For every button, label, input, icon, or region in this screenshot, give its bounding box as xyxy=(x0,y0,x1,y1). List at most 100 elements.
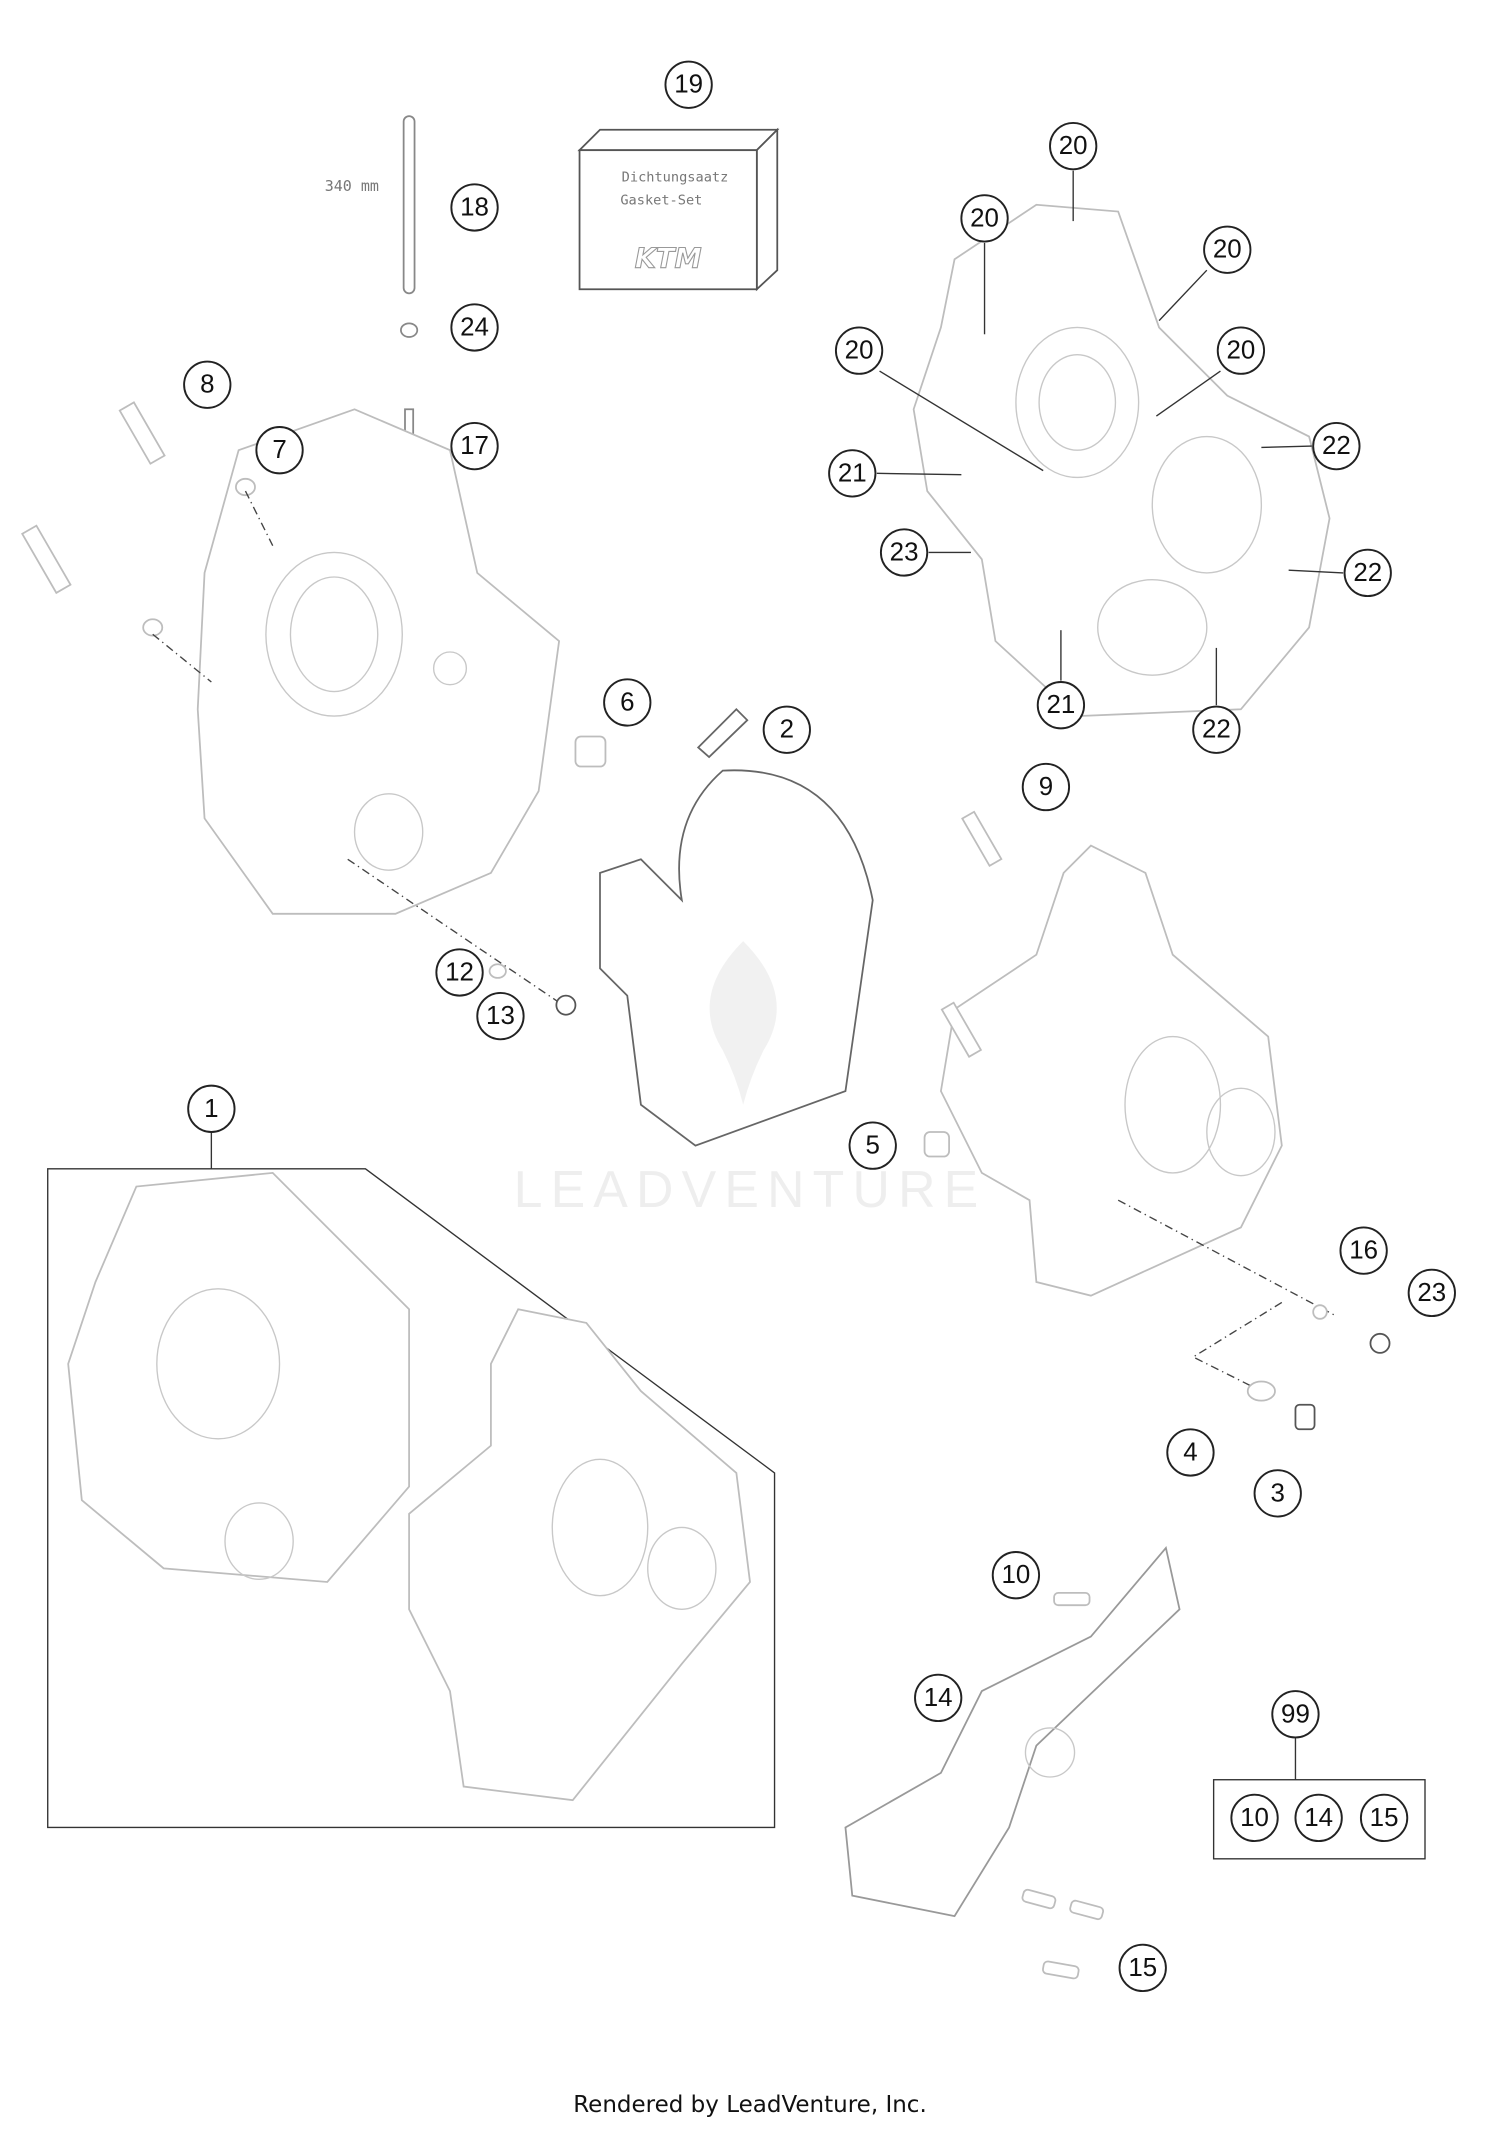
callout-circle xyxy=(991,1551,1041,1600)
callout-19[interactable]: 19 xyxy=(664,60,713,109)
callout-number: 16 xyxy=(1349,1237,1378,1265)
callout-circle xyxy=(1036,681,1086,730)
callout-number: 15 xyxy=(1128,1954,1157,1982)
callout-12[interactable]: 12 xyxy=(435,948,484,997)
callout-10[interactable]: 10 xyxy=(1230,1793,1279,1843)
callout-circle xyxy=(1203,225,1252,274)
right-crankcase-inner xyxy=(912,203,1331,717)
callout-circle xyxy=(960,194,1009,243)
callout-20[interactable]: 20 xyxy=(1216,326,1266,375)
callout-number: 8 xyxy=(200,371,214,399)
callout-14[interactable]: 14 xyxy=(914,1673,963,1723)
crankcase-gasket xyxy=(599,708,874,1147)
callout-number: 10 xyxy=(1002,1561,1031,1589)
leader-lines xyxy=(876,170,1344,706)
leader-line xyxy=(876,472,962,476)
callout-circle xyxy=(1166,1428,1215,1477)
callout-number: 15 xyxy=(1370,1804,1399,1832)
callout-number: 4 xyxy=(1183,1438,1197,1466)
callout-8[interactable]: 8 xyxy=(183,360,232,409)
callout-circle xyxy=(450,303,499,352)
callout-circle xyxy=(187,1084,236,1133)
kit-99-box xyxy=(1212,1737,1426,1860)
callout-number: 24 xyxy=(460,313,489,341)
callout-7[interactable]: 7 xyxy=(255,426,304,475)
callout-3[interactable]: 3 xyxy=(1253,1469,1302,1518)
callout-1[interactable]: 1 xyxy=(187,1084,236,1133)
callout-20[interactable]: 20 xyxy=(1049,121,1098,171)
callout-6[interactable]: 6 xyxy=(603,678,652,727)
callout-18[interactable]: 18 xyxy=(450,183,499,232)
callout-circle xyxy=(1294,1793,1343,1843)
callout-14[interactable]: 14 xyxy=(1294,1793,1343,1843)
callout-number: 17 xyxy=(460,432,489,460)
callout-number: 2 xyxy=(780,716,794,744)
callout-circle xyxy=(476,991,525,1041)
leader-line xyxy=(1288,569,1344,574)
callout-15[interactable]: 15 xyxy=(1118,1943,1167,1993)
gasket-set-box: Dichtungsaatz Gasket-Set KTM xyxy=(577,127,780,292)
svg-text:Dichtungsaatz: Dichtungsaatz xyxy=(622,170,729,186)
callout-number: 20 xyxy=(1213,236,1242,264)
callout-number: 3 xyxy=(1271,1479,1285,1507)
callout-number: 5 xyxy=(866,1132,880,1160)
callout-5[interactable]: 5 xyxy=(848,1121,897,1170)
callout-number: 20 xyxy=(1227,337,1256,365)
svg-text:Gasket-Set: Gasket-Set xyxy=(620,193,702,209)
callout-number: 22 xyxy=(1322,432,1351,460)
right-crankcase xyxy=(923,810,1391,1431)
callout-15[interactable]: 15 xyxy=(1359,1793,1409,1843)
callout-10[interactable]: 10 xyxy=(991,1551,1041,1600)
svg-text:LEADVENTURE: LEADVENTURE xyxy=(514,1160,987,1218)
callout-22[interactable]: 22 xyxy=(1192,705,1241,754)
callout-circle xyxy=(762,705,811,754)
callout-4[interactable]: 4 xyxy=(1166,1428,1215,1477)
callout-16[interactable]: 16 xyxy=(1339,1226,1388,1275)
callout-number: 20 xyxy=(1059,132,1088,160)
callout-20[interactable]: 20 xyxy=(960,194,1009,243)
callout-21[interactable]: 21 xyxy=(1036,681,1086,730)
callout-circle xyxy=(1359,1793,1409,1843)
callout-13[interactable]: 13 xyxy=(476,991,525,1041)
callout-circle xyxy=(1339,1226,1388,1275)
callout-circle xyxy=(1118,1943,1167,1993)
callout-circle xyxy=(914,1673,963,1723)
callout-22[interactable]: 22 xyxy=(1312,421,1361,471)
callout-circle xyxy=(1230,1793,1279,1843)
left-crankcase xyxy=(21,401,607,1016)
callout-circle xyxy=(1407,1268,1456,1318)
callout-17[interactable]: 17 xyxy=(450,421,499,471)
callout-24[interactable]: 24 xyxy=(450,303,499,352)
callout-number: 21 xyxy=(838,459,867,487)
callout-circle xyxy=(1312,421,1361,471)
callout-number: 10 xyxy=(1240,1804,1269,1832)
callout-circle xyxy=(664,60,713,109)
callout-circle xyxy=(848,1121,897,1170)
callout-22[interactable]: 22 xyxy=(1343,548,1392,598)
callout-circle xyxy=(879,528,929,577)
callout-circle xyxy=(450,183,499,232)
callout-21[interactable]: 21 xyxy=(828,449,877,498)
callout-23[interactable]: 23 xyxy=(1407,1268,1456,1318)
callout-23[interactable]: 23 xyxy=(879,528,929,577)
callout-number: 23 xyxy=(890,538,919,566)
callout-number: 22 xyxy=(1353,559,1382,587)
callout-circle xyxy=(1343,548,1392,598)
kit-1-box xyxy=(47,1132,776,1829)
callout-number: 14 xyxy=(924,1684,953,1712)
leader-line xyxy=(1155,370,1221,417)
callout-number: 12 xyxy=(445,958,474,986)
callout-number: 21 xyxy=(1047,691,1076,719)
callout-99[interactable]: 99 xyxy=(1271,1690,1320,1739)
callout-circle xyxy=(435,948,484,997)
callout-2[interactable]: 2 xyxy=(762,705,811,754)
callout-circle xyxy=(255,426,304,475)
callout-20[interactable]: 20 xyxy=(1203,225,1252,274)
svg-text:340 mm: 340 mm xyxy=(325,177,379,195)
callout-number: 20 xyxy=(845,337,874,365)
callout-20[interactable]: 20 xyxy=(834,326,884,375)
callout-circle xyxy=(828,449,877,498)
callout-9[interactable]: 9 xyxy=(1021,762,1071,812)
